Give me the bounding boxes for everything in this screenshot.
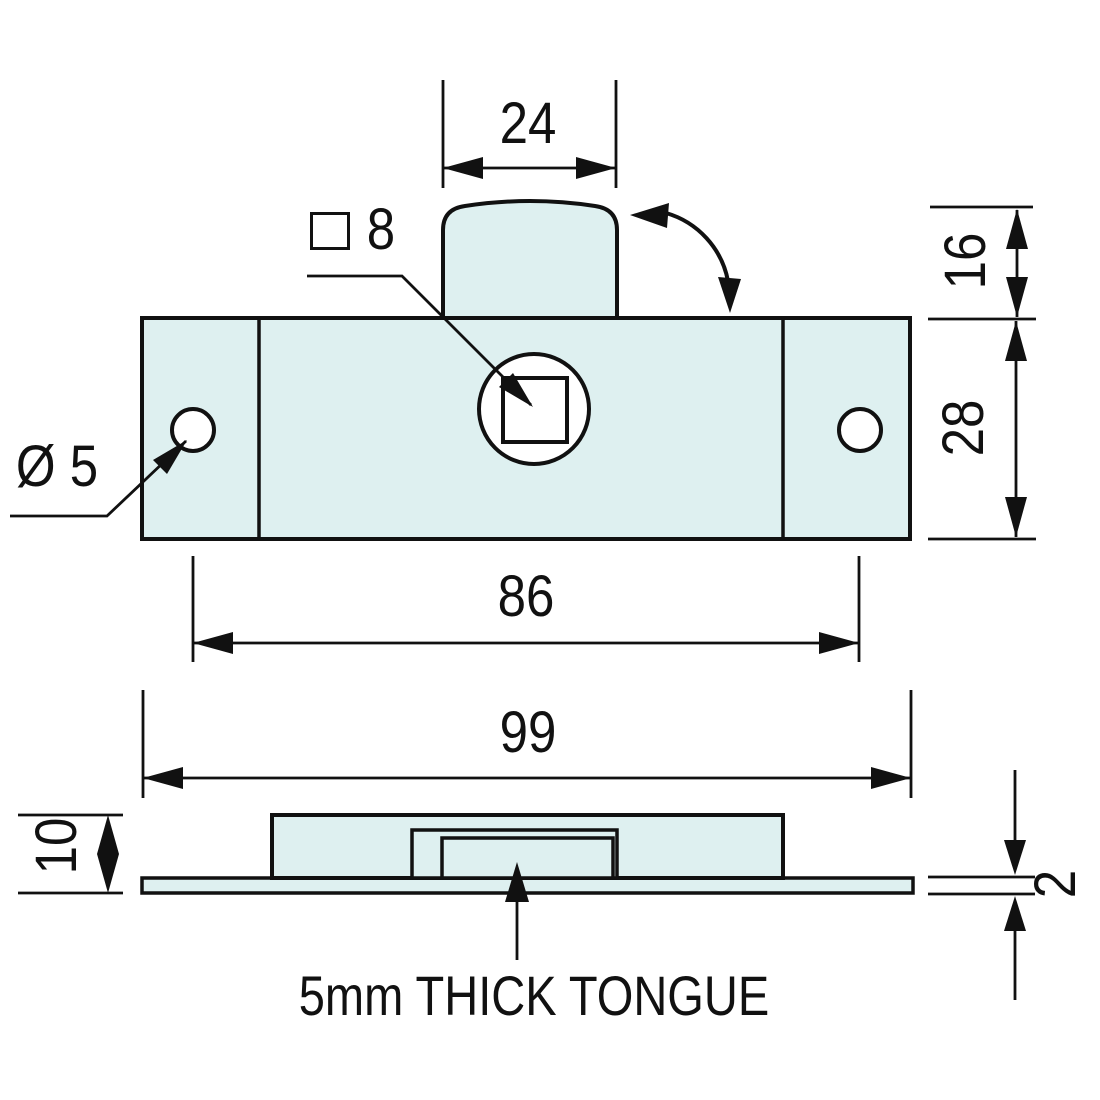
- dim-10: [18, 813, 123, 895]
- tongue-thickness-note: 5mm THICK TONGUE: [298, 964, 770, 1027]
- spindle-square-hole: [501, 376, 569, 444]
- dim-24-arrow-left: [443, 157, 483, 179]
- screw-hole-diameter-label: Ø 5: [15, 434, 99, 499]
- dim-2-label: 2: [1023, 869, 1088, 899]
- rotation-arc: [665, 211, 730, 282]
- dim-10-arrow-down: [97, 854, 119, 893]
- dim-28-label: 28: [931, 399, 996, 457]
- screw-hole-right: [837, 407, 883, 453]
- side-view: [140, 813, 915, 895]
- screw-hole-left: [170, 407, 216, 453]
- leader-tongue-note: [505, 862, 529, 960]
- dim-86-arrow-right: [819, 632, 859, 654]
- dim-24-arrow-right: [576, 157, 616, 179]
- top-view: [140, 199, 912, 541]
- leader-square-8: [307, 274, 533, 407]
- dim-99-arrow-right: [871, 767, 911, 789]
- dim-99: [141, 690, 913, 798]
- leader-square-8-arrowhead: [499, 373, 533, 407]
- dim-16-arrow-down: [1006, 277, 1028, 317]
- leader-square-8-line: [307, 274, 532, 406]
- dim-86-arrow-left: [193, 632, 233, 654]
- tongue-step-inner: [440, 836, 615, 880]
- dim-28: [928, 321, 1036, 541]
- dim-24-label: 24: [499, 91, 557, 156]
- rotation-arc-arrowhead-left: [630, 203, 669, 228]
- dim-2-arrow-down: [1004, 840, 1026, 875]
- dim-2: [928, 770, 1035, 1000]
- dim-99-arrow-left: [143, 767, 183, 789]
- dim-10-arrow-up: [97, 815, 119, 854]
- base-plate: [140, 876, 915, 895]
- leader-dia-5-arrowhead: [153, 440, 187, 474]
- dim-10-label: 10: [24, 817, 89, 875]
- dim-99-label: 99: [499, 700, 557, 765]
- square-hole-size-label: 8: [366, 197, 396, 262]
- leader-dia-5: [10, 439, 187, 518]
- dim-16-label: 16: [933, 232, 998, 290]
- dim-28-arrow-down: [1005, 497, 1027, 537]
- square-hole-symbol-icon: [310, 212, 350, 250]
- dim-16-arrow-up: [1006, 209, 1028, 249]
- leader-tongue-note-arrowhead: [505, 862, 529, 902]
- dim-24: [441, 80, 618, 188]
- tongue-outline: [441, 199, 619, 320]
- dim-2-arrow-up: [1004, 896, 1026, 931]
- dim-28-arrow-up: [1005, 321, 1027, 361]
- dim-16: [928, 205, 1036, 321]
- rotation-arc-arrowhead-down: [718, 277, 741, 313]
- dim-86: [191, 556, 861, 662]
- dim-86-label: 86: [497, 564, 555, 629]
